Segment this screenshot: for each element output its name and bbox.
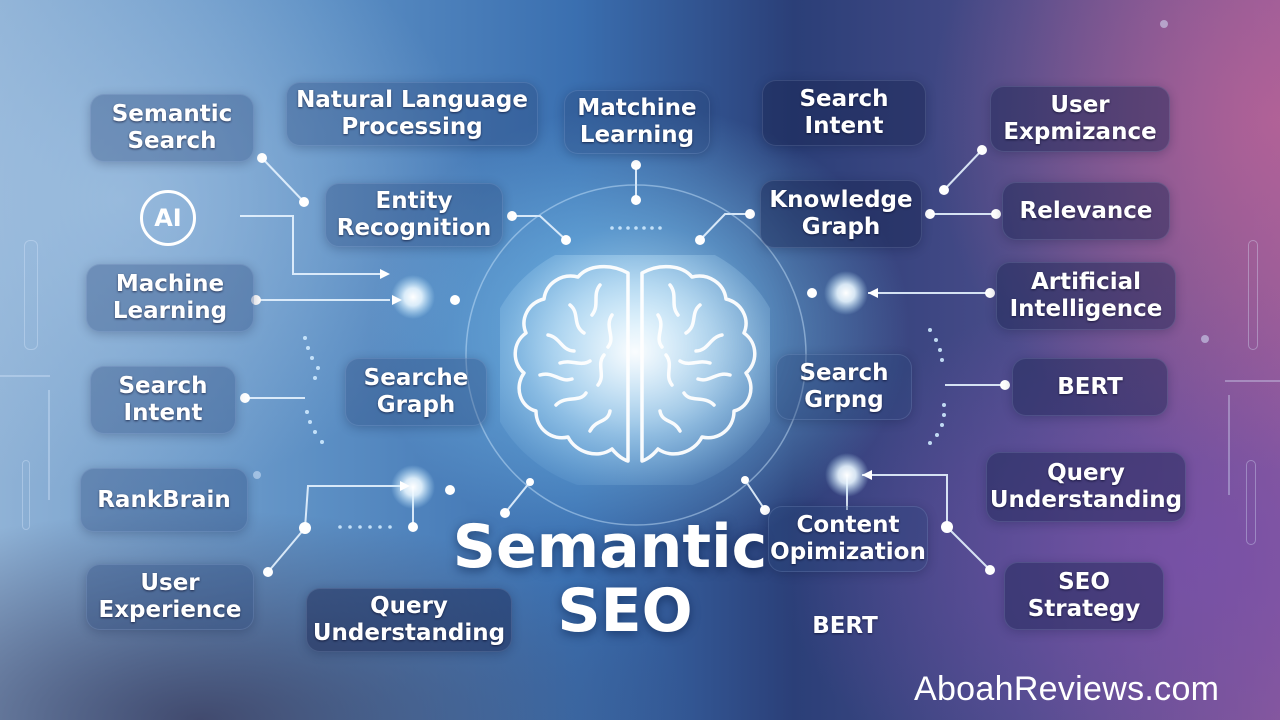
sparkle-dot xyxy=(1160,20,1168,28)
node-content-opimization[interactable]: Content Opimization xyxy=(768,506,928,572)
circuit-decoration-left-2 xyxy=(0,375,50,377)
node-query-understanding-right[interactable]: Query Understanding xyxy=(986,452,1186,522)
node-natural-language-processing[interactable]: Natural Language Processing xyxy=(286,82,538,146)
circuit-decoration-right-4 xyxy=(1246,460,1256,545)
page-title: Semantic SEO xyxy=(420,515,800,643)
node-bert-bottom[interactable]: BERT xyxy=(812,612,878,639)
title-line-1: Semantic xyxy=(452,512,768,582)
circuit-decoration-left-4 xyxy=(22,460,30,530)
circuit-decoration-left-1 xyxy=(24,240,38,350)
circuit-decoration-right-3 xyxy=(1228,395,1230,495)
circuit-decoration-right-2 xyxy=(1225,380,1280,382)
node-user-experience[interactable]: User Experience xyxy=(86,564,254,630)
node-query-understanding-bottom[interactable]: Query Understanding xyxy=(306,588,512,652)
node-entity-recognition[interactable]: Entity Recognition xyxy=(325,183,503,247)
watermark: AboahReviews.com xyxy=(914,670,1220,708)
ai-circle-icon: AI xyxy=(140,190,196,246)
sparkle-dot xyxy=(253,471,261,479)
node-semantic-search[interactable]: Semantic Search xyxy=(90,94,254,162)
node-user-expmizance[interactable]: User Expmizance xyxy=(990,86,1170,152)
node-search-intent-left[interactable]: Search Intent xyxy=(90,366,236,434)
node-search-grpng[interactable]: Search Grpng xyxy=(776,354,912,420)
node-knowledge-graph[interactable]: Knowledge Graph xyxy=(760,180,922,248)
sparkle-dot xyxy=(1201,335,1209,343)
circuit-decoration-right-1 xyxy=(1248,240,1258,350)
ai-badge-label: AI xyxy=(154,204,182,232)
node-searche-graph[interactable]: Searche Graph xyxy=(345,358,487,426)
title-line-2: SEO xyxy=(557,576,693,646)
node-relevance[interactable]: Relevance xyxy=(1002,182,1170,240)
node-machine-learning-left[interactable]: Machine Learning xyxy=(86,264,254,332)
node-matchine-learning[interactable]: Matchine Learning xyxy=(564,90,710,154)
node-bert-right[interactable]: BERT xyxy=(1012,358,1168,416)
node-search-intent-top[interactable]: Search Intent xyxy=(762,80,926,146)
node-seo-strategy[interactable]: SEO Strategy xyxy=(1004,562,1164,630)
node-artificial-intelligence[interactable]: Artificial Intelligence xyxy=(996,262,1176,330)
node-rankbrain[interactable]: RankBrain xyxy=(80,468,248,532)
brain-icon xyxy=(500,255,770,485)
circuit-decoration-left-3 xyxy=(48,390,50,500)
